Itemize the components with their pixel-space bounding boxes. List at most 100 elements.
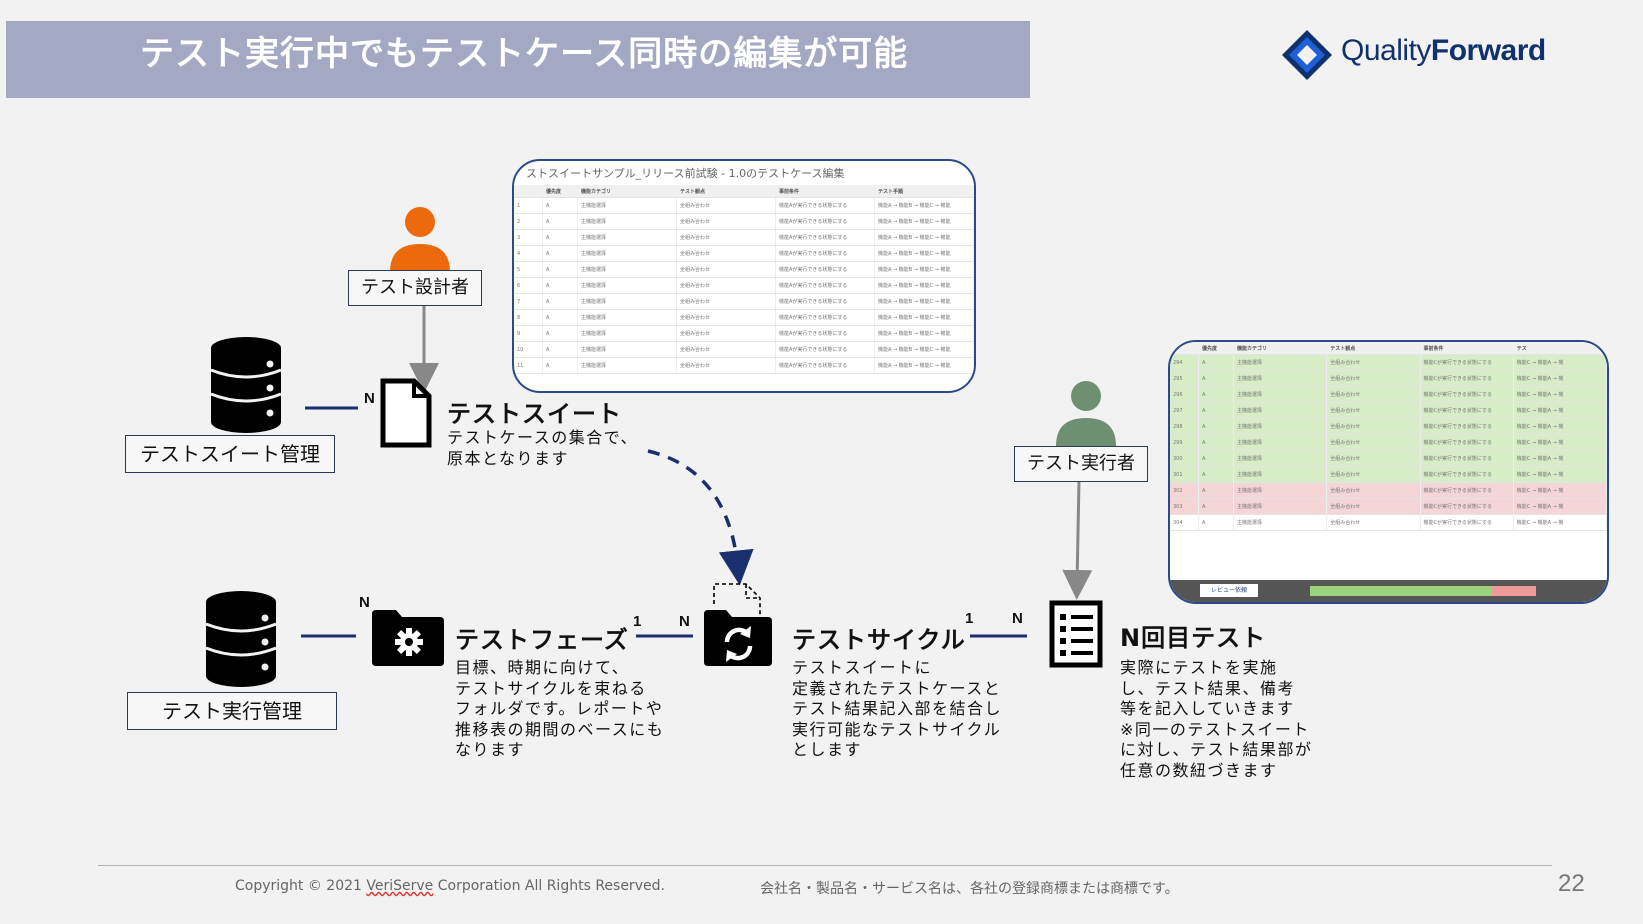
edit-cell[interactable]: 機能A → 機能B → 機能C → 機能 (874, 213, 974, 230)
edit-cell[interactable]: 主機能選择 (577, 293, 677, 310)
edit-cell[interactable]: 主機能選择 (577, 229, 677, 246)
edit-cell[interactable]: 機能Aが実行できる状態にする (775, 309, 875, 326)
exec-cell[interactable]: 機能C → 機能A → 機 (1513, 434, 1607, 451)
exec-cell[interactable]: 機能Cが実行できる状態にする (1420, 370, 1514, 387)
exec-cell[interactable]: 全組み合わせ (1326, 386, 1421, 403)
edit-cell[interactable]: A (542, 245, 578, 262)
exec-cell[interactable]: 全組み合わせ (1326, 482, 1421, 499)
edit-cell[interactable]: 主機能選择 (577, 357, 677, 374)
exec-cell[interactable]: 機能C → 機能A → 機 (1513, 402, 1607, 419)
exec-cell[interactable]: 全組み合わせ (1326, 418, 1421, 435)
exec-cell[interactable]: A (1198, 498, 1234, 515)
edit-cell[interactable]: 全組み合わせ (676, 293, 776, 310)
edit-cell[interactable]: 全組み合わせ (676, 309, 776, 326)
edit-cell[interactable]: 主機能選择 (577, 341, 677, 358)
edit-cell[interactable]: 機能Aが実行できる状態にする (775, 341, 875, 358)
exec-cell[interactable]: 機能C → 機能A → 機 (1513, 482, 1607, 499)
exec-cell[interactable]: 主機能選择 (1233, 418, 1328, 435)
exec-cell[interactable]: 主機能選择 (1233, 514, 1328, 531)
exec-cell[interactable]: 機能Cが実行できる状態にする (1420, 466, 1514, 483)
exec-cell[interactable]: 機能C → 機能A → 機 (1513, 450, 1607, 467)
exec-cell[interactable]: 機能Cが実行できる状態にする (1420, 386, 1514, 403)
exec-cell[interactable]: 全組み合わせ (1326, 466, 1421, 483)
exec-cell[interactable]: 機能C → 機能A → 機 (1513, 514, 1607, 531)
edit-cell[interactable]: 機能Aが実行できる状態にする (775, 261, 875, 278)
edit-cell[interactable]: 機能Aが実行できる状態にする (775, 197, 875, 214)
edit-cell[interactable]: 機能Aが実行できる状態にする (775, 357, 875, 374)
edit-cell[interactable]: A (542, 229, 578, 246)
exec-cell[interactable]: A (1198, 482, 1234, 499)
exec-cell[interactable]: A (1198, 466, 1234, 483)
exec-cell[interactable]: 主機能選择 (1233, 466, 1328, 483)
edit-cell[interactable]: 機能A → 機能B → 機能C → 機能 (874, 293, 974, 310)
exec-cell[interactable]: A (1198, 402, 1234, 419)
exec-cell[interactable]: 機能Cが実行できる状態にする (1420, 434, 1514, 451)
edit-cell[interactable]: 機能Aが実行できる状態にする (775, 245, 875, 262)
exec-cell[interactable]: 機能Cが実行できる状態にする (1420, 450, 1514, 467)
edit-cell[interactable]: 機能Aが実行できる状態にする (775, 277, 875, 294)
edit-cell[interactable]: A (542, 213, 578, 230)
exec-cell[interactable]: 主機能選择 (1233, 354, 1328, 371)
edit-cell[interactable]: 全組み合わせ (676, 213, 776, 230)
exec-cell[interactable]: 主機能選择 (1233, 450, 1328, 467)
edit-cell[interactable]: 機能A → 機能B → 機能C → 機能 (874, 357, 974, 374)
exec-cell[interactable]: 機能Cが実行できる状態にする (1420, 402, 1514, 419)
exec-cell[interactable]: 主機能選择 (1233, 434, 1328, 451)
exec-cell[interactable]: 全組み合わせ (1326, 434, 1421, 451)
exec-cell[interactable]: 全組み合わせ (1326, 498, 1421, 515)
exec-cell[interactable]: A (1198, 370, 1234, 387)
edit-cell[interactable]: 全組み合わせ (676, 197, 776, 214)
exec-cell[interactable]: 主機能選择 (1233, 482, 1328, 499)
edit-cell[interactable]: A (542, 261, 578, 278)
exec-cell[interactable]: 主機能選择 (1233, 498, 1328, 515)
edit-cell[interactable]: 機能A → 機能B → 機能C → 機能 (874, 341, 974, 358)
edit-cell[interactable]: 主機能選择 (577, 213, 677, 230)
edit-cell[interactable]: 機能A → 機能B → 機能C → 機能 (874, 245, 974, 262)
edit-cell[interactable]: A (542, 325, 578, 342)
edit-cell[interactable]: A (542, 309, 578, 326)
exec-cell[interactable]: 機能Cが実行できる状態にする (1420, 514, 1514, 531)
exec-cell[interactable]: 全組み合わせ (1326, 402, 1421, 419)
edit-cell[interactable]: 機能A → 機能B → 機能C → 機能 (874, 197, 974, 214)
exec-cell[interactable]: A (1198, 418, 1234, 435)
edit-cell[interactable]: 主機能選择 (577, 309, 677, 326)
edit-cell[interactable]: A (542, 293, 578, 310)
edit-cell[interactable]: 全組み合わせ (676, 245, 776, 262)
exec-cell[interactable]: 主機能選择 (1233, 370, 1328, 387)
exec-cell[interactable]: 機能C → 機能A → 機 (1513, 386, 1607, 403)
edit-cell[interactable]: 全組み合わせ (676, 277, 776, 294)
exec-cell[interactable]: 機能C → 機能A → 機 (1513, 418, 1607, 435)
exec-cell[interactable]: 全組み合わせ (1326, 450, 1421, 467)
edit-cell[interactable]: A (542, 357, 578, 374)
edit-cell[interactable]: 機能A → 機能B → 機能C → 機能 (874, 261, 974, 278)
edit-cell[interactable]: 全組み合わせ (676, 341, 776, 358)
edit-cell[interactable]: 全組み合わせ (676, 357, 776, 374)
edit-cell[interactable]: 機能Aが実行できる状態にする (775, 293, 875, 310)
edit-cell[interactable]: 機能A → 機能B → 機能C → 機能 (874, 277, 974, 294)
edit-cell[interactable]: 主機能選择 (577, 325, 677, 342)
exec-cell[interactable]: 機能Cが実行できる状態にする (1420, 418, 1514, 435)
edit-cell[interactable]: A (542, 341, 578, 358)
edit-cell[interactable]: 機能A → 機能B → 機能C → 機能 (874, 325, 974, 342)
edit-cell[interactable]: 主機能選择 (577, 245, 677, 262)
exec-cell[interactable]: 主機能選择 (1233, 402, 1328, 419)
edit-cell[interactable]: 機能Aが実行できる状態にする (775, 229, 875, 246)
